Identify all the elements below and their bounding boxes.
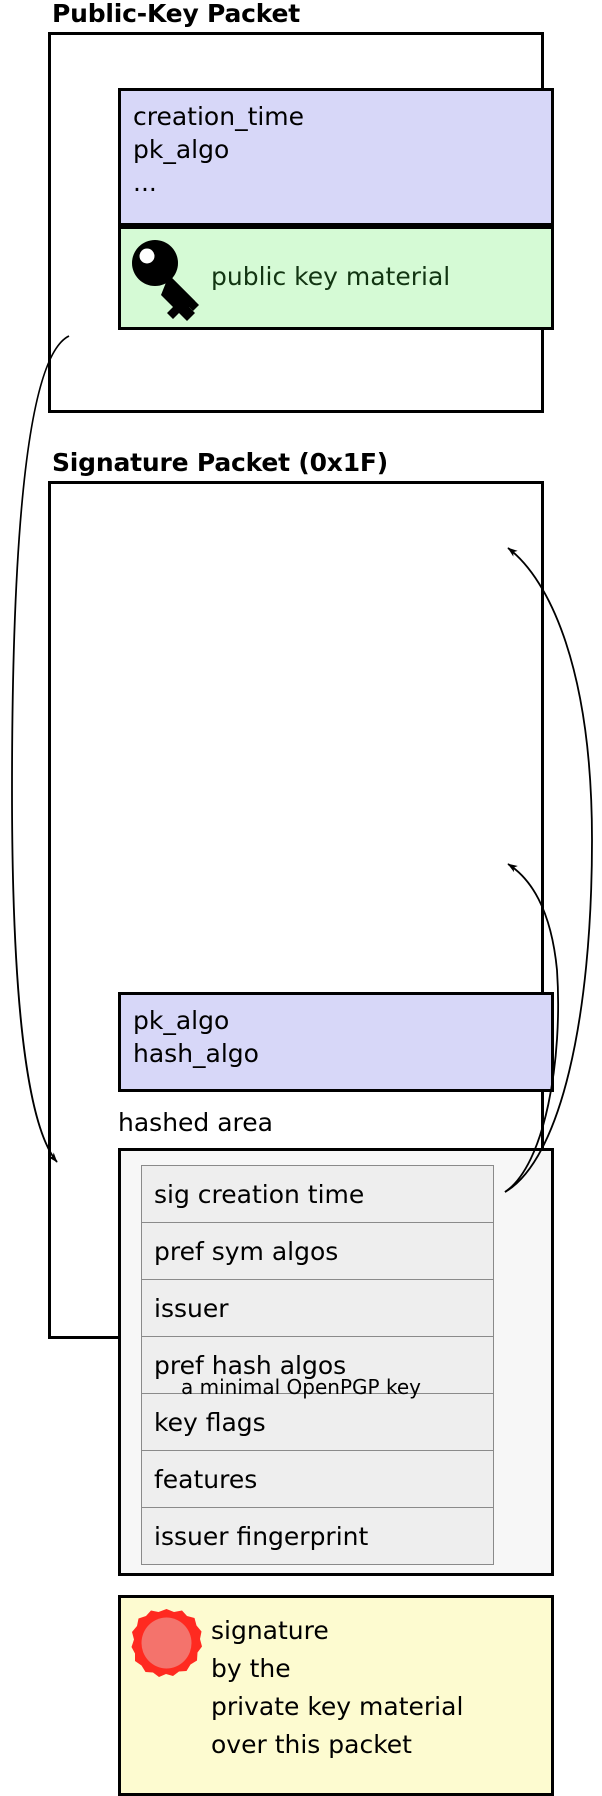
hashed-area-box: sig creation time pref sym algos issuer … [118, 1148, 554, 1576]
public-key-material-label: public key material [211, 262, 451, 291]
public-key-packet-title: Public-Key Packet [52, 0, 301, 28]
subpacket-row: pref sym algos [142, 1223, 493, 1280]
signature-header-fields: pk_algo hash_algo [133, 1006, 259, 1068]
signature-packet-frame: pk_algo hash_algo hashed area sig creati… [48, 481, 554, 1796]
subpacket-row: key flags [142, 1394, 493, 1451]
subpacket-row: features [142, 1451, 493, 1508]
subpacket-row: issuer [142, 1280, 493, 1337]
diagram-caption: a minimal OpenPGP key [181, 1375, 421, 1399]
subpacket-row: sig creation time [142, 1166, 493, 1223]
signature-description: signature by the private key material ov… [211, 1616, 464, 1759]
public-key-header-fields: creation_time pk_algo ... [133, 102, 305, 197]
wax-seal-icon [131, 1609, 202, 1677]
subpacket-list: sig creation time pref sym algos issuer … [141, 1165, 494, 1565]
key-icon [132, 240, 199, 321]
diagram-canvas: Public-Key Packet creation_time pk_algo … [11, 0, 593, 1796]
subpacket-row: issuer fingerprint [142, 1508, 493, 1565]
signature-packet-title: Signature Packet (0x1F) [52, 448, 389, 477]
public-key-header-block: creation_time pk_algo ... [118, 88, 554, 226]
subpacket-row: pref hash algos [142, 1337, 493, 1394]
signature-block: signature by the private key material ov… [118, 1595, 554, 1796]
hashed-area-label: hashed area [118, 1108, 273, 1137]
public-key-packet-frame: creation_time pk_algo ... public key mat… [48, 32, 554, 413]
public-key-material-block: public key material [118, 226, 554, 330]
signature-header-block: pk_algo hash_algo [118, 992, 554, 1092]
